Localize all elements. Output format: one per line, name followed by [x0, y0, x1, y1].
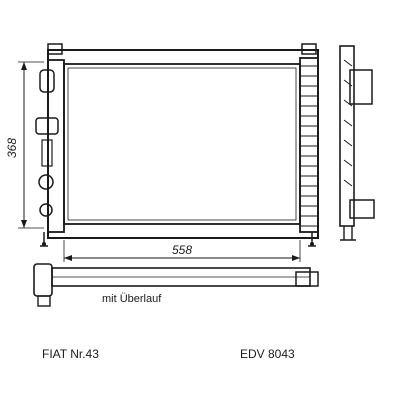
- height-dimension: 368: [5, 61, 44, 229]
- manufacturer-label: FIAT Nr.43: [42, 347, 99, 361]
- radiator-side-view: [339, 45, 375, 241]
- height-value: 368: [5, 138, 19, 158]
- left-tank: [35, 59, 65, 233]
- width-value: 558: [172, 243, 192, 257]
- width-dimension: 558: [63, 240, 301, 262]
- bottom-tank-view: [33, 263, 319, 307]
- radiator-front-view: [35, 43, 319, 247]
- mounting-pins: [40, 232, 316, 247]
- overflow-note: mit Überlauf: [102, 293, 162, 305]
- right-tank: [299, 57, 319, 233]
- part-number-label: EDV 8043: [240, 347, 295, 361]
